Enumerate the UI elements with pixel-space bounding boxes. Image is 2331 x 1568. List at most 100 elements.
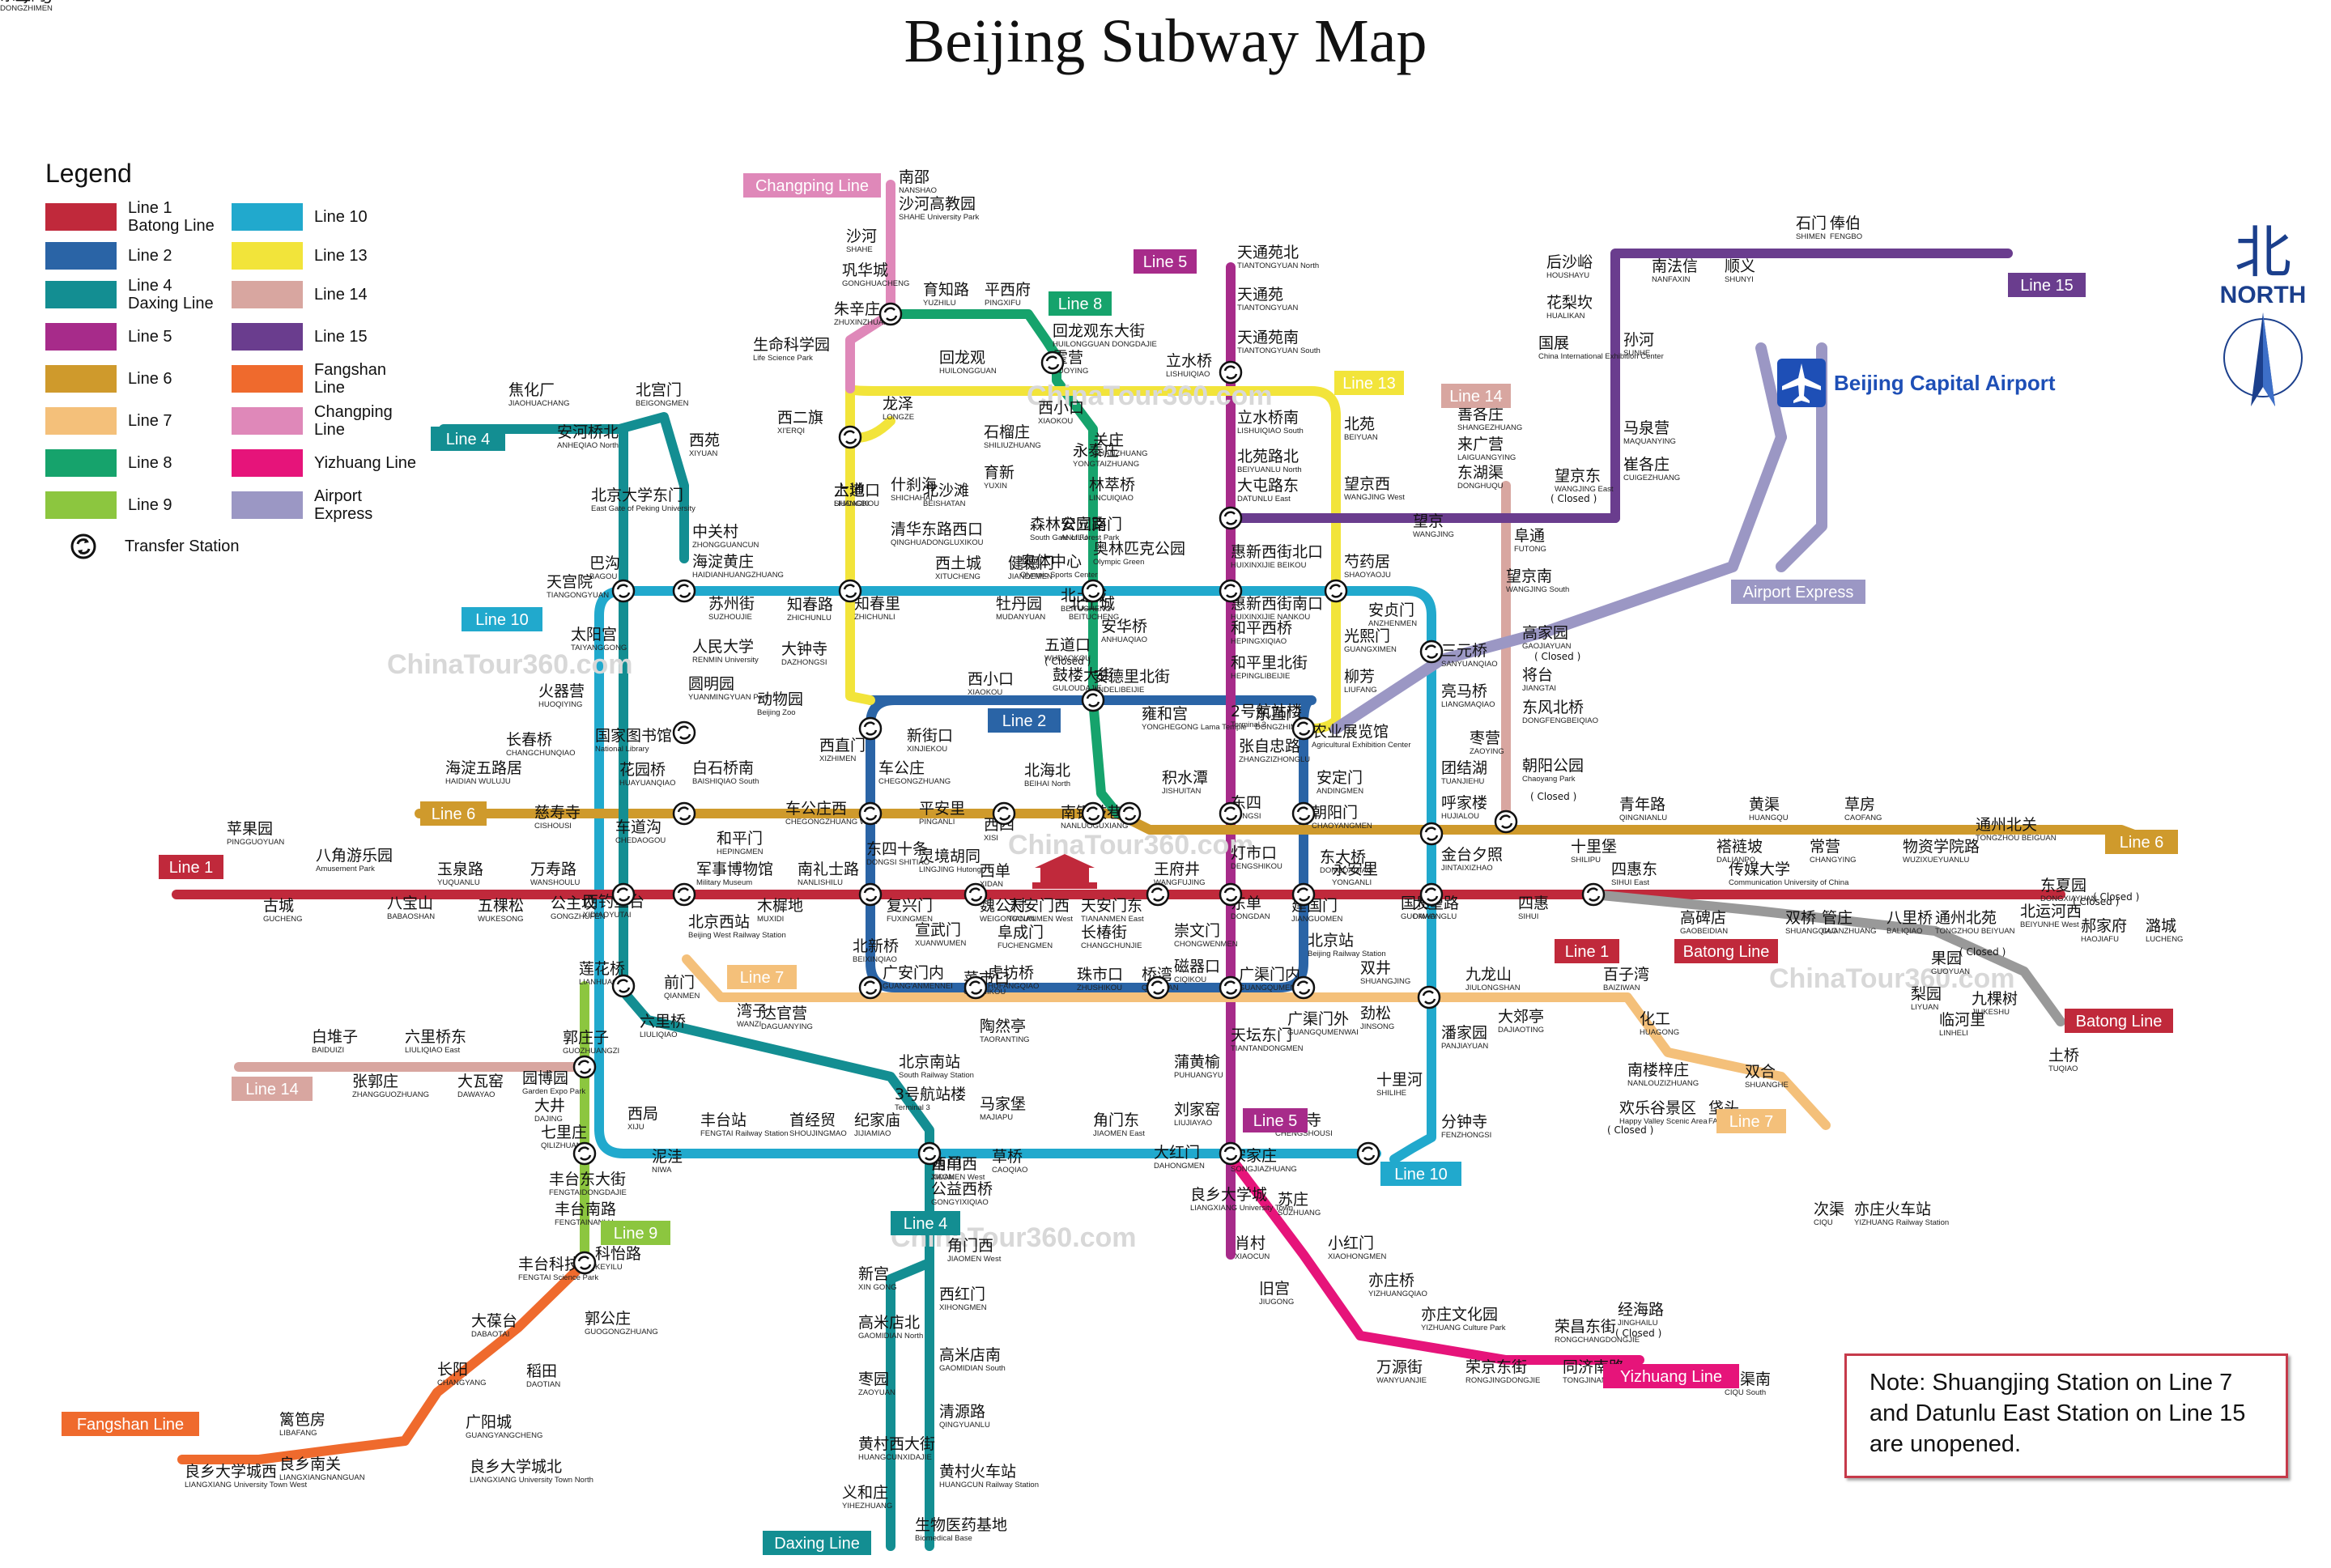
transfer-station-icon[interactable] xyxy=(1291,801,1316,826)
transfer-station-icon[interactable] xyxy=(1581,882,1606,907)
transfer-station-icon[interactable] xyxy=(572,1251,597,1275)
transfer-station-icon[interactable] xyxy=(672,882,696,907)
transfer-station-icon[interactable] xyxy=(1219,579,1243,603)
line-tag[interactable]: Line 8 xyxy=(1049,291,1112,316)
line-tag[interactable]: Line 10 xyxy=(462,607,542,631)
transfer-station-icon[interactable] xyxy=(858,975,883,1000)
transfer-station-icon[interactable] xyxy=(1081,579,1105,603)
transfer-station-icon[interactable] xyxy=(1356,1141,1380,1166)
line-tag[interactable]: Batong Line xyxy=(2065,1009,2173,1033)
transfer-station-icon[interactable] xyxy=(1291,716,1316,741)
line-tag[interactable]: Yizhuang Line xyxy=(1603,1364,1739,1388)
transfer-station-icon[interactable] xyxy=(672,720,696,745)
line-tag[interactable]: Fangshan Line xyxy=(62,1412,199,1436)
line-tag[interactable]: Line 5 xyxy=(1134,249,1197,274)
transfer-station-icon[interactable] xyxy=(1040,351,1065,375)
transfer-station-icon[interactable] xyxy=(992,801,1016,826)
transfer-station-icon[interactable] xyxy=(1081,688,1105,712)
transfer-station-icon[interactable] xyxy=(1081,801,1105,826)
transfer-station-icon[interactable] xyxy=(1219,882,1243,907)
line-tag[interactable]: Line 7 xyxy=(727,965,797,989)
line-tag[interactable]: Line 6 xyxy=(2105,830,2178,854)
transfer-station-icon[interactable] xyxy=(611,882,636,907)
transfer-station-icon[interactable] xyxy=(858,716,883,741)
